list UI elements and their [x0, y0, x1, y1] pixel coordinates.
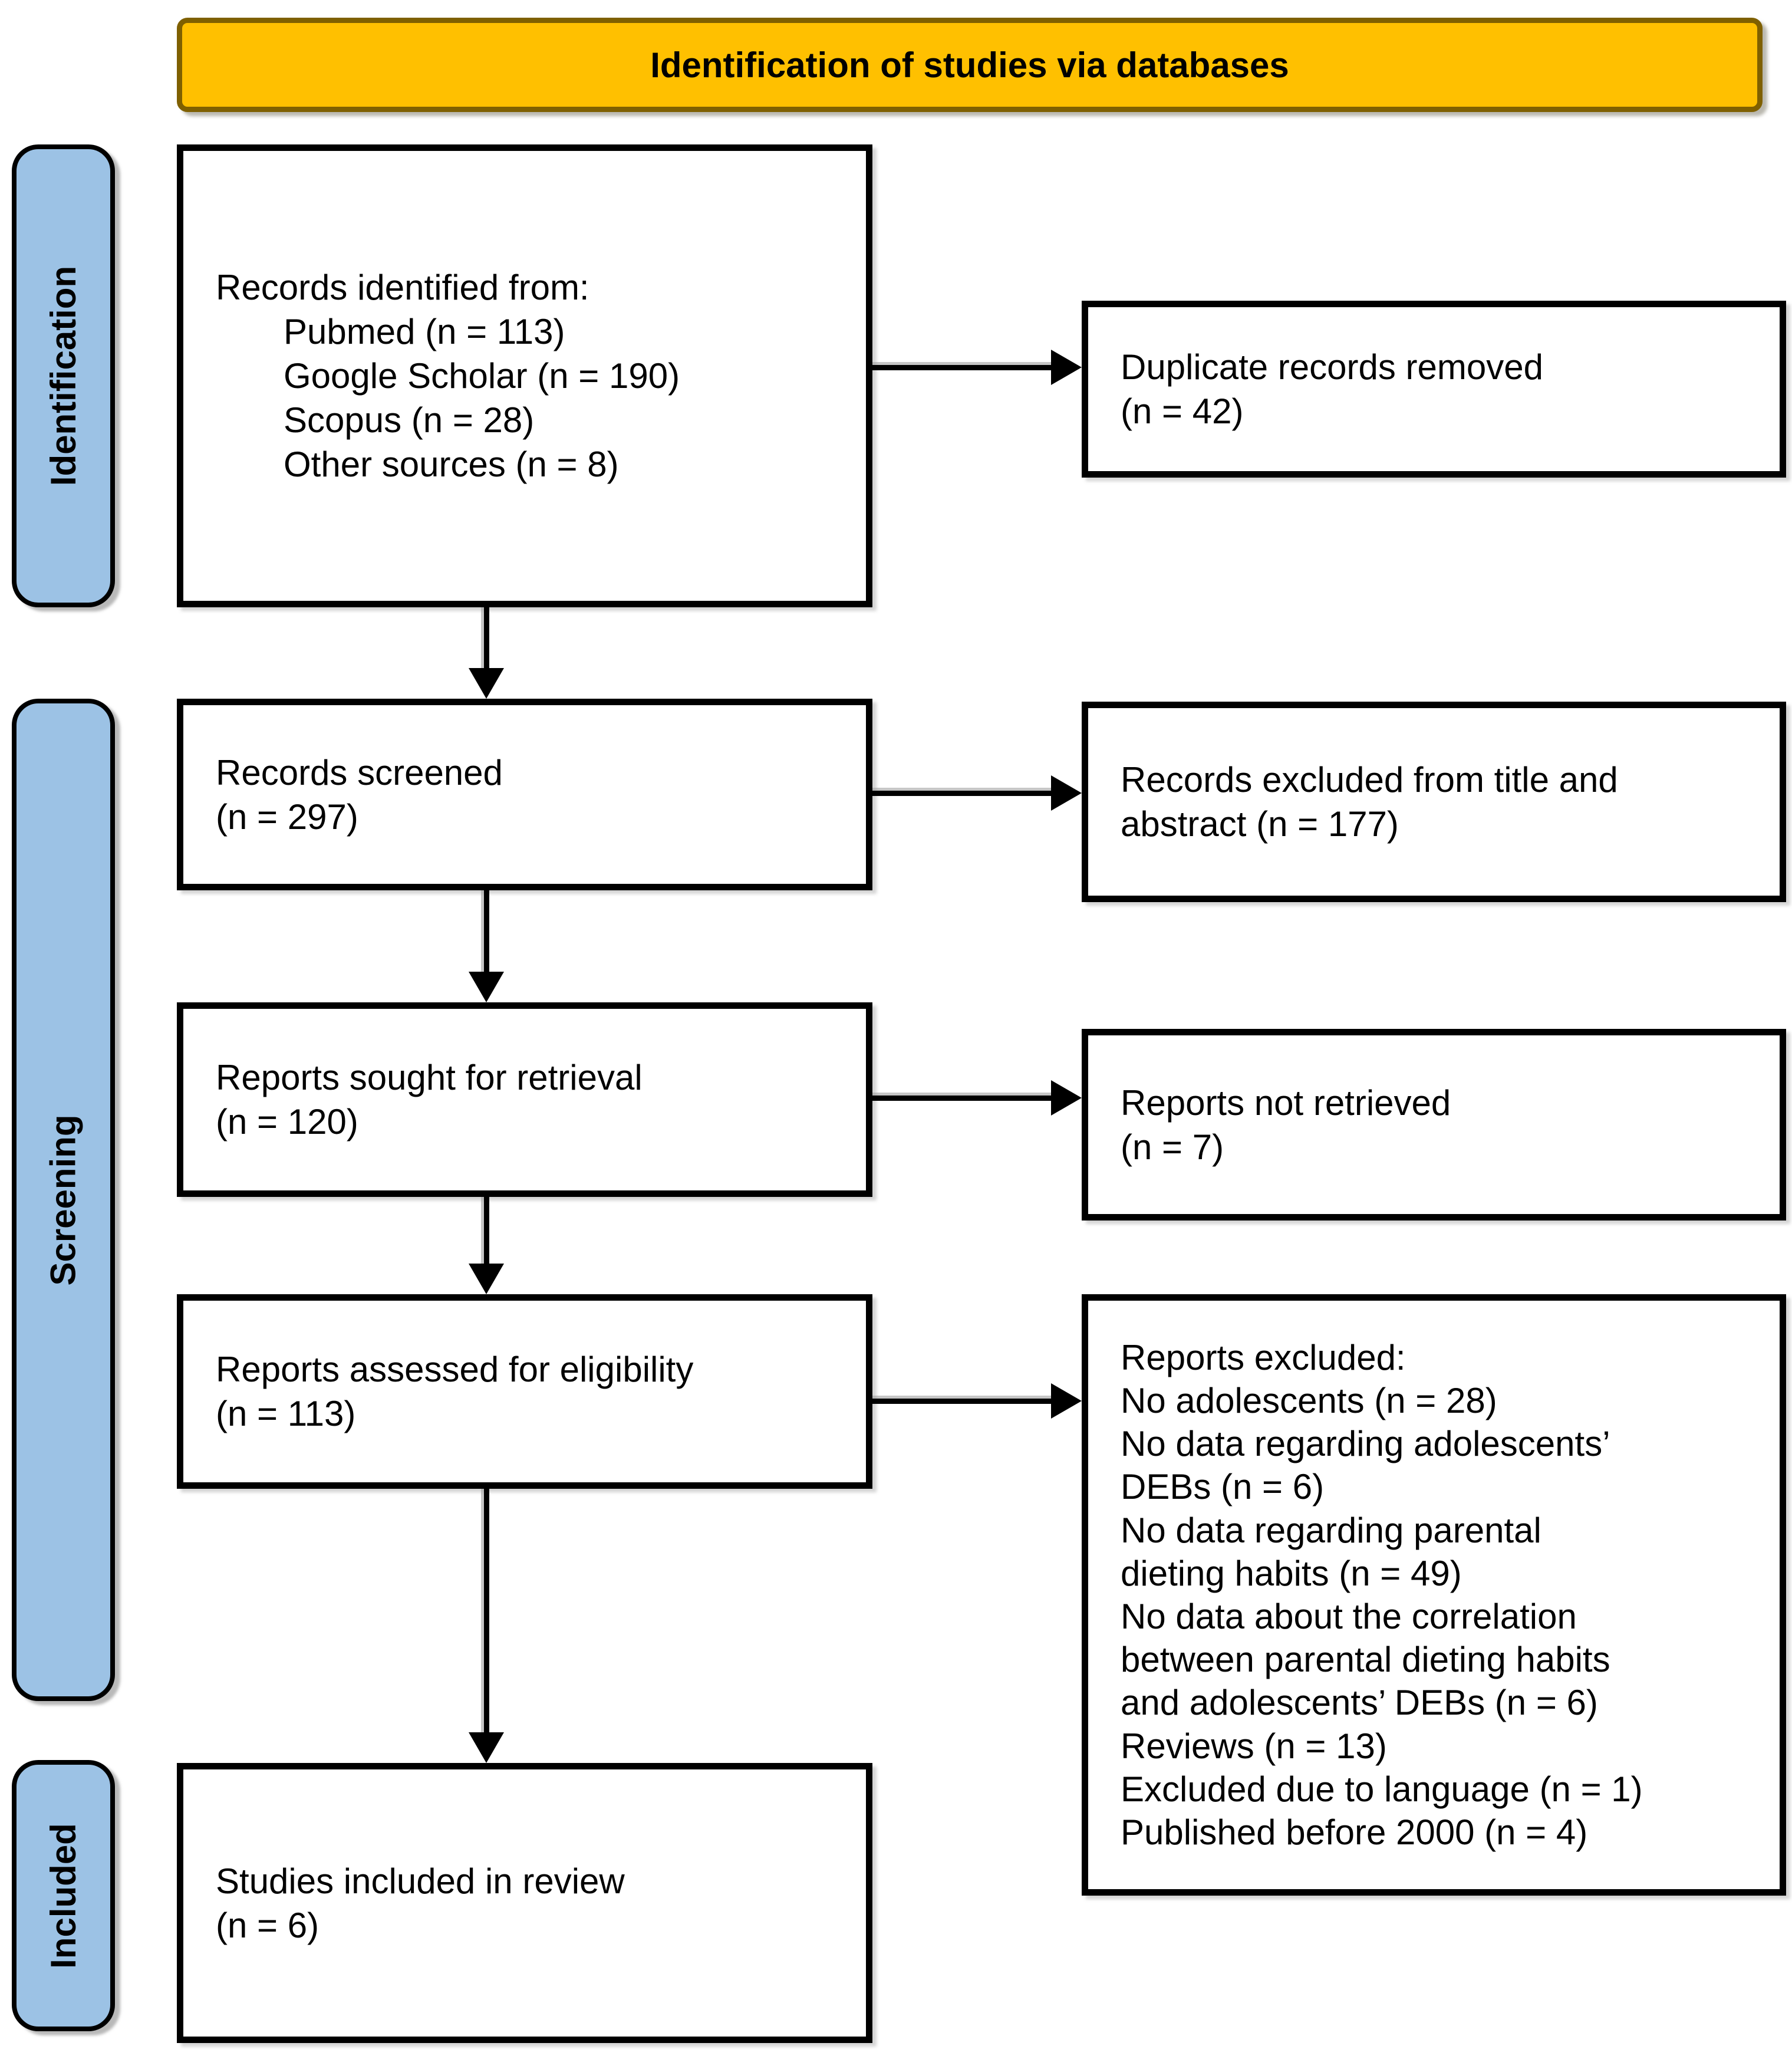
- box-duplicate-records-removed: Duplicate records removed (n = 42): [1082, 301, 1786, 478]
- box-records-screened: Records screened (n = 297): [177, 699, 872, 890]
- studies-included-text: Studies included in review (n = 6): [216, 1861, 625, 1945]
- reports-excluded-reason-no-adolescent-debs-data: No data regarding adolescents’ DEBs (n =…: [1121, 1424, 1610, 1507]
- records-identified-source-google-scholar: Google Scholar (n = 190): [284, 356, 680, 396]
- records-identified-source-scopus: Scopus (n = 28): [284, 400, 535, 440]
- arrow-right-assessed-to-reports-excluded-head: [1051, 1383, 1082, 1419]
- title-banner-label: Identification of studies via databases: [650, 45, 1289, 85]
- arrow-down-assessed-to-included-head: [469, 1732, 504, 1763]
- reports-excluded-reason-language: Excluded due to language (n = 1): [1121, 1769, 1643, 1809]
- box-reports-assessed: Reports assessed for eligibility (n = 11…: [177, 1294, 872, 1489]
- arrow-right-sought-to-not-retrieved-line: [872, 1096, 1052, 1101]
- reports-excluded-reason-no-adolescents: No adolescents (n = 28): [1121, 1381, 1497, 1421]
- arrow-right-assessed-to-reports-excluded-line: [872, 1399, 1052, 1404]
- arrow-down-identified-to-screened-line: [484, 607, 489, 669]
- records-identified-heading: Records identified from:: [216, 268, 589, 307]
- reports-not-retrieved-text: Reports not retrieved (n = 7): [1121, 1083, 1451, 1167]
- stage-label-included: Included: [12, 1760, 115, 2031]
- reports-excluded-reason-no-correlation-data: No data about the correlation between pa…: [1121, 1597, 1610, 1723]
- arrow-down-screened-to-sought-line: [484, 890, 489, 973]
- stage-label-screening: Screening: [12, 699, 115, 1701]
- records-identified-source-pubmed: Pubmed (n = 113): [284, 312, 565, 351]
- stage-label-screening-text: Screening: [44, 1114, 84, 1286]
- reports-excluded-reason-published-before-2000: Published before 2000 (n = 4): [1121, 1812, 1588, 1852]
- arrow-right-screened-to-excluded-line: [872, 791, 1052, 796]
- box-records-identified: Records identified from: Pubmed (n = 113…: [177, 144, 872, 607]
- arrow-right-identified-to-duplicates-head: [1051, 350, 1082, 385]
- box-reports-excluded: Reports excluded: No adolescents (n = 28…: [1082, 1294, 1786, 1896]
- box-reports-not-retrieved: Reports not retrieved (n = 7): [1082, 1029, 1786, 1221]
- box-reports-sought: Reports sought for retrieval (n = 120): [177, 1002, 872, 1197]
- title-banner: Identification of studies via databases: [177, 18, 1763, 112]
- arrow-right-identified-to-duplicates-line: [872, 365, 1052, 370]
- arrow-down-assessed-to-included-line: [484, 1489, 489, 1733]
- records-identified-source-other: Other sources (n = 8): [284, 445, 619, 484]
- reports-assessed-text: Reports assessed for eligibility (n = 11…: [216, 1350, 694, 1433]
- stage-label-identification: Identification: [12, 144, 115, 607]
- box-studies-included: Studies included in review (n = 6): [177, 1763, 872, 2043]
- stage-label-included-text: Included: [44, 1823, 83, 1969]
- records-excluded-title-abstract-text: Records excluded from title and abstract…: [1121, 760, 1618, 844]
- reports-excluded-reason-reviews: Reviews (n = 13): [1121, 1726, 1387, 1766]
- reports-excluded-heading: Reports excluded:: [1121, 1337, 1406, 1377]
- arrow-right-screened-to-excluded-head: [1051, 775, 1082, 811]
- stage-label-identification-text: Identification: [44, 265, 83, 486]
- arrow-down-sought-to-assessed-line: [484, 1197, 489, 1265]
- arrow-down-screened-to-sought-head: [469, 972, 504, 1002]
- arrow-down-identified-to-screened-head: [469, 668, 504, 699]
- duplicate-records-removed-text: Duplicate records removed (n = 42): [1121, 347, 1543, 431]
- box-records-excluded-title-abstract: Records excluded from title and abstract…: [1082, 702, 1786, 902]
- arrow-down-sought-to-assessed-head: [469, 1264, 504, 1294]
- reports-sought-text: Reports sought for retrieval (n = 120): [216, 1058, 643, 1142]
- records-screened-text: Records screened (n = 297): [216, 752, 503, 837]
- arrow-right-sought-to-not-retrieved-head: [1051, 1080, 1082, 1116]
- reports-excluded-reason-no-parental-dieting-data: No data regarding parental dieting habit…: [1121, 1510, 1541, 1593]
